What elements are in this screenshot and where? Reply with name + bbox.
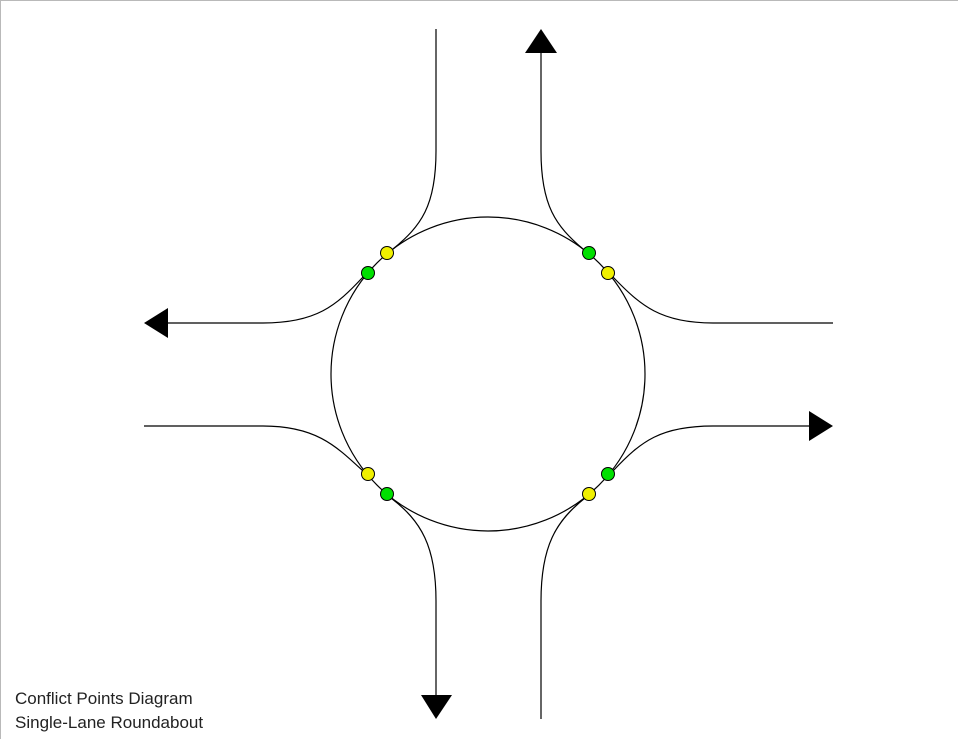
- conflict-point-diverge-ne: [601, 266, 615, 280]
- north-entry-lane: [392, 29, 437, 250]
- south-exit-lane: [390, 497, 437, 695]
- south-exit-arrow-icon: [421, 695, 452, 719]
- conflict-point-diverge-sw: [361, 467, 375, 481]
- north-exit-arrow-icon: [525, 29, 557, 53]
- west-exit-lane: [168, 276, 364, 324]
- conflict-point-merge-ne: [582, 246, 596, 260]
- conflict-point-diverge-se: [582, 487, 596, 501]
- caption-subtitle: Single-Lane Roundabout: [15, 713, 204, 732]
- west-exit-arrow-icon: [144, 308, 168, 338]
- south-entry-lane: [540, 497, 586, 719]
- north-exit-lane: [540, 51, 584, 250]
- conflict-point-merge-nw: [361, 266, 375, 280]
- conflict-point-merge-sw: [380, 487, 394, 501]
- caption-title: Conflict Points Diagram: [15, 689, 193, 708]
- east-entry-lane: [612, 276, 833, 324]
- conflict-point-merge-se: [601, 467, 615, 481]
- conflict-point-diverge-nw: [380, 246, 394, 260]
- east-exit-arrow-icon: [809, 411, 833, 441]
- diagram-caption: Conflict Points Diagram Single-Lane Roun…: [15, 687, 203, 735]
- west-entry-lane: [144, 425, 364, 472]
- roundabout-circle: [330, 216, 646, 532]
- east-exit-lane: [612, 425, 809, 472]
